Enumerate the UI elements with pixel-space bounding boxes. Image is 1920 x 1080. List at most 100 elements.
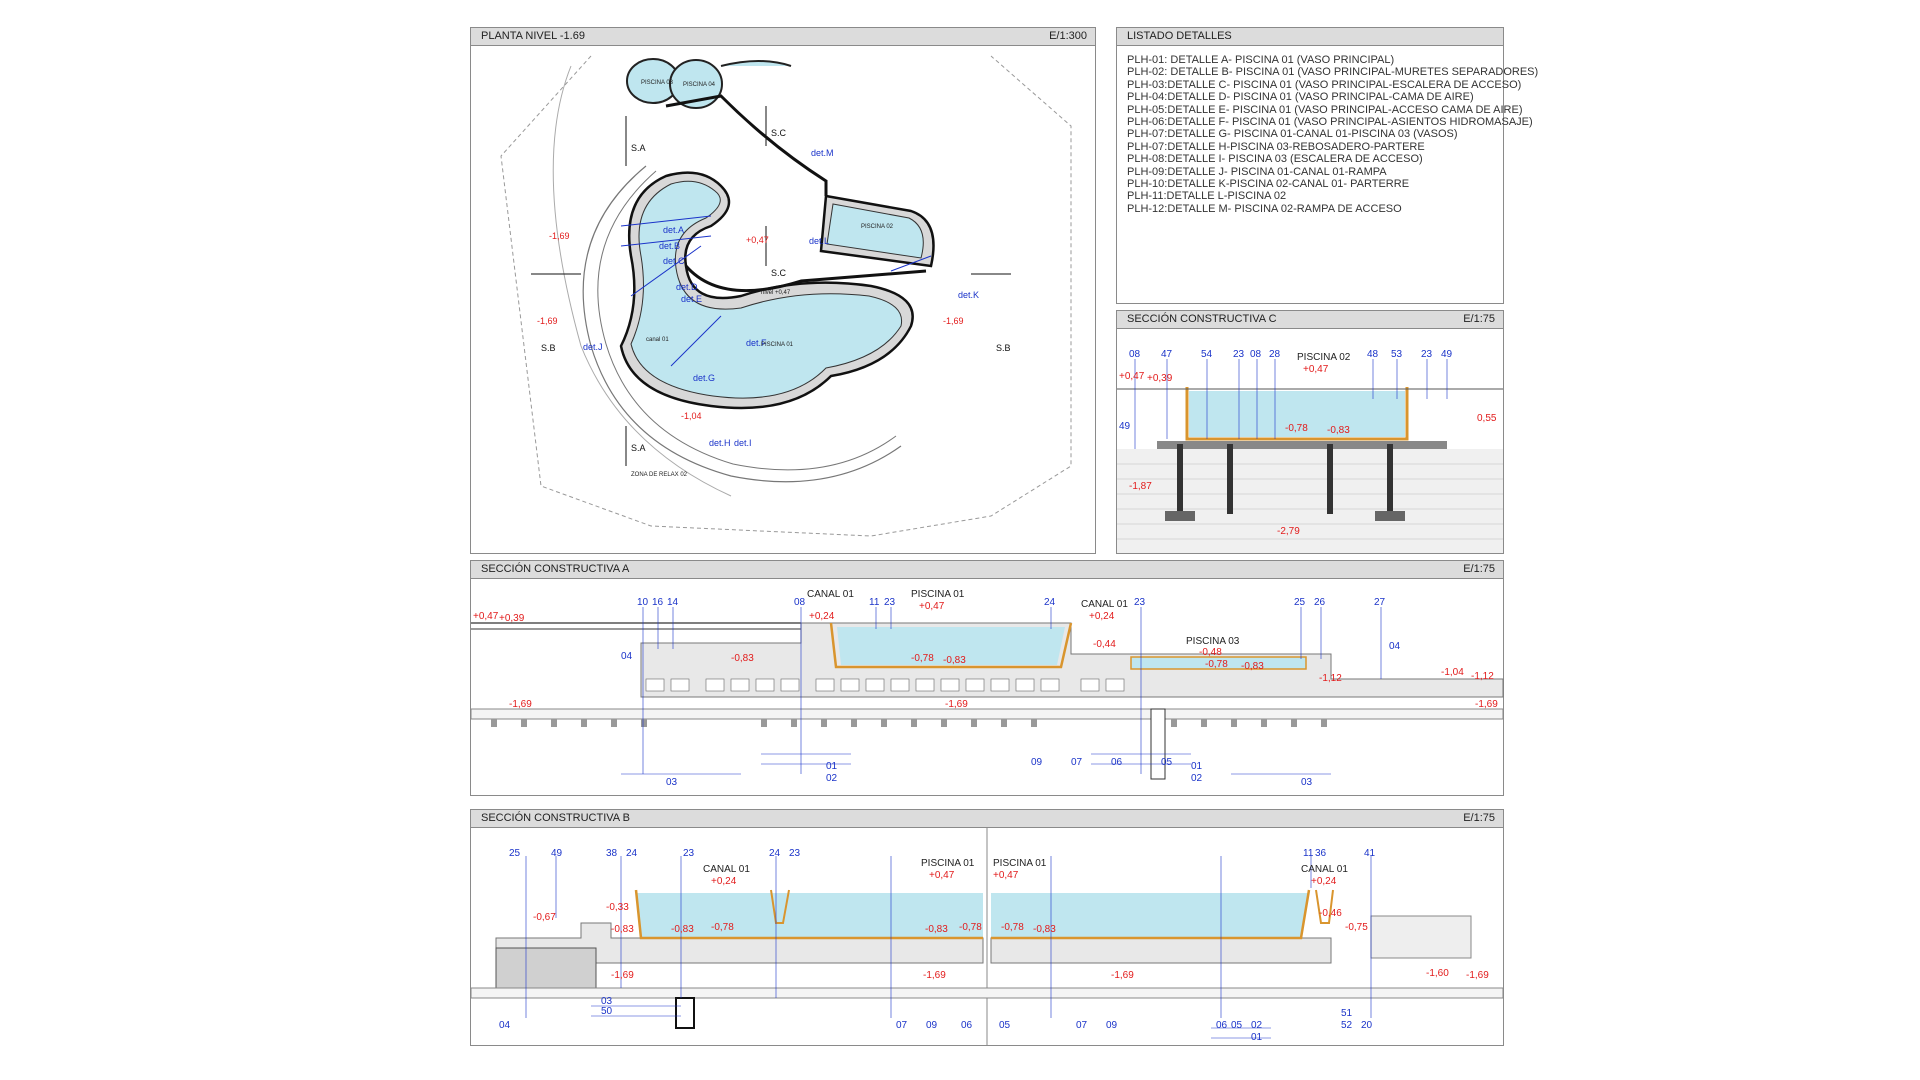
plan-panel: PLANTA NIVEL -1.69 E/1:300 bbox=[470, 27, 1096, 554]
seca-level: -1,69 bbox=[509, 699, 532, 710]
plan-det-m: det.M bbox=[811, 148, 834, 158]
secb-bottom-ref: 07 bbox=[1076, 1020, 1088, 1031]
secc-pool-shell bbox=[1185, 387, 1409, 441]
section-c-drawing: 08 47 54 23 08 28 48 53 23 49 49 PISCINA… bbox=[1117, 349, 1503, 553]
seca-bottom-ref: 07 bbox=[1071, 757, 1083, 768]
seca-top-ref: 25 bbox=[1294, 597, 1306, 608]
secb-block-left bbox=[495, 947, 597, 989]
seca-stair bbox=[1150, 708, 1166, 780]
secc-ref-3: 23 bbox=[1233, 349, 1245, 360]
detail-item: PLH-04:DETALLE D- PISCINA 01 (VASO PRINC… bbox=[1127, 91, 1474, 104]
plan-note-2: PISCINA 04 bbox=[683, 82, 716, 88]
secb-top-ref: 23 bbox=[683, 848, 695, 859]
seca-bottom-ref: 01 bbox=[1191, 761, 1203, 772]
secb-level: -0,83 bbox=[1033, 924, 1056, 935]
plan-sb-right: S.B bbox=[996, 343, 1011, 353]
terrain-curve bbox=[552, 65, 732, 497]
secc-level-0: +0,47 bbox=[1119, 371, 1145, 382]
plan-sa-top: S.A bbox=[631, 143, 646, 153]
seca-pool-01-water bbox=[837, 627, 1065, 665]
secb-planter bbox=[1370, 915, 1472, 959]
detail-item: PLH-07:DETALLE G- PISCINA 01-CANAL 01-PI… bbox=[1127, 128, 1458, 141]
seca-level: +0,39 bbox=[499, 613, 525, 624]
secb-bottom-ref: 09 bbox=[1106, 1020, 1118, 1031]
plan-note-1: PISCINA 03 bbox=[641, 80, 674, 86]
section-c-panel: SECCIÓN CONSTRUCTIVA C E/1:75 bbox=[1116, 310, 1504, 554]
detail-item: PLH-08:DETALLE I- PISCINA 03 (ESCALERA D… bbox=[1127, 153, 1423, 166]
plan-note-6: nivel +0,47 bbox=[761, 290, 791, 296]
plan-det-i: det.I bbox=[734, 438, 752, 448]
secb-canal-right bbox=[1315, 889, 1334, 924]
detail-item: PLH-02: DETALLE B- PISCINA 01 (VASO PRIN… bbox=[1127, 66, 1539, 79]
seca-label-piscina-3: PISCINA 03 bbox=[1186, 636, 1240, 647]
secb-level: -0,46 bbox=[1319, 908, 1342, 919]
secc-ref-8: 23 bbox=[1421, 349, 1433, 360]
secc-title: SECCIÓN CONSTRUCTIVA C bbox=[1127, 313, 1277, 325]
secc-columns bbox=[1177, 444, 1393, 514]
secb-bottom-ref: 06 bbox=[961, 1020, 973, 1031]
secc-header: SECCIÓN CONSTRUCTIVA C E/1:75 bbox=[1117, 311, 1503, 329]
secb-top-ref: 38 bbox=[606, 848, 618, 859]
plan-det-l: det.L bbox=[809, 236, 829, 246]
secc-level-6: 0,55 bbox=[1477, 413, 1497, 424]
plan-det-a: det.A bbox=[663, 225, 684, 235]
seca-bottom-ref: 06 bbox=[1111, 757, 1123, 768]
secb-bottom-ref: 52 bbox=[1341, 1020, 1353, 1031]
seca-title: SECCIÓN CONSTRUCTIVA A bbox=[481, 563, 630, 575]
seca-scale: E/1:75 bbox=[1463, 563, 1495, 575]
secb-bottom-ref: 05 bbox=[999, 1020, 1011, 1031]
secc-footing-left bbox=[1165, 511, 1195, 521]
secc-water bbox=[1189, 391, 1405, 437]
plan-title: PLANTA NIVEL -1.69 bbox=[481, 30, 585, 42]
secc-ref-4: 08 bbox=[1250, 349, 1262, 360]
secb-top-ref: 41 bbox=[1364, 848, 1376, 859]
detail-item: PLH-09:DETALLE J- PISCINA 01-CANAL 01-RA… bbox=[1127, 165, 1387, 178]
plan-level-4: -1,04 bbox=[681, 411, 702, 421]
plan-drawing: -1,69 -1,69 -1,69 -1,04 +0,47 det.A det.… bbox=[500, 55, 1072, 537]
detail-item: PLH-07:DETALLE H-PISCINA 03-REBOSADERO-P… bbox=[1127, 140, 1425, 153]
walkway-outer bbox=[582, 165, 902, 483]
secc-ref-9: 49 bbox=[1441, 349, 1453, 360]
plan-note-4: PISCINA 01 bbox=[761, 342, 794, 348]
secc-ref-2: 54 bbox=[1201, 349, 1213, 360]
seca-top-ref: 14 bbox=[667, 597, 679, 608]
det-line-5 bbox=[670, 315, 722, 367]
secb-level: -0,67 bbox=[533, 912, 556, 923]
secc-main-level: +0,47 bbox=[1303, 364, 1329, 375]
secc-ref-7: 53 bbox=[1391, 349, 1403, 360]
secc-level-4: -1,87 bbox=[1129, 481, 1152, 492]
secb-header: SECCIÓN CONSTRUCTIVA B E/1:75 bbox=[471, 810, 1503, 828]
secb-level: -0,83 bbox=[611, 924, 634, 935]
plan-det-k: det.K bbox=[958, 290, 979, 300]
seca-bottom-ref: 09 bbox=[1031, 757, 1043, 768]
plan-level-5: +0,47 bbox=[746, 235, 769, 245]
secb-top-ref: 49 bbox=[551, 848, 563, 859]
secb-top-ref: 36 bbox=[1315, 848, 1327, 859]
secb-bottom-ref: 07 bbox=[896, 1020, 908, 1031]
seca-bottom-ref: 02 bbox=[1191, 773, 1203, 784]
seca-top-ref: 08 bbox=[794, 597, 806, 608]
secc-level-3: -0,83 bbox=[1327, 425, 1350, 436]
secc-dims bbox=[1134, 359, 1448, 449]
site-boundary bbox=[500, 55, 1072, 537]
pool-04 bbox=[669, 59, 723, 109]
detail-item: PLH-01: DETALLE A- PISCINA 01 (VASO PRIN… bbox=[1127, 54, 1395, 66]
plan-det-f: det.F bbox=[746, 338, 767, 348]
plan-header: PLANTA NIVEL -1.69 E/1:300 bbox=[471, 28, 1095, 46]
plan-note-3: PISCINA 02 bbox=[861, 224, 894, 230]
secb-bottom-ref: 09 bbox=[926, 1020, 938, 1031]
secb-level: -1,69 bbox=[923, 970, 946, 981]
secb-canal-left bbox=[770, 889, 790, 924]
secb-bottom-ref: 05 bbox=[1231, 1020, 1243, 1031]
seca-level: -1,04 bbox=[1441, 667, 1464, 678]
secc-ground bbox=[1117, 449, 1503, 553]
secb-top-ref: 11 bbox=[1303, 848, 1314, 859]
seca-bottom-ref: 04 bbox=[1389, 641, 1401, 652]
section-a-panel: SECCIÓN CONSTRUCTIVA A E/1:75 bbox=[470, 560, 1504, 796]
secb-dims bbox=[525, 856, 1372, 1039]
secc-pool-label: PISCINA 02 bbox=[1297, 352, 1351, 363]
plan-det-j: det.J bbox=[583, 342, 603, 352]
plan-det-c: det.C bbox=[663, 256, 685, 266]
secb-level: -0,83 bbox=[671, 924, 694, 935]
secb-level: -1,69 bbox=[1111, 970, 1134, 981]
